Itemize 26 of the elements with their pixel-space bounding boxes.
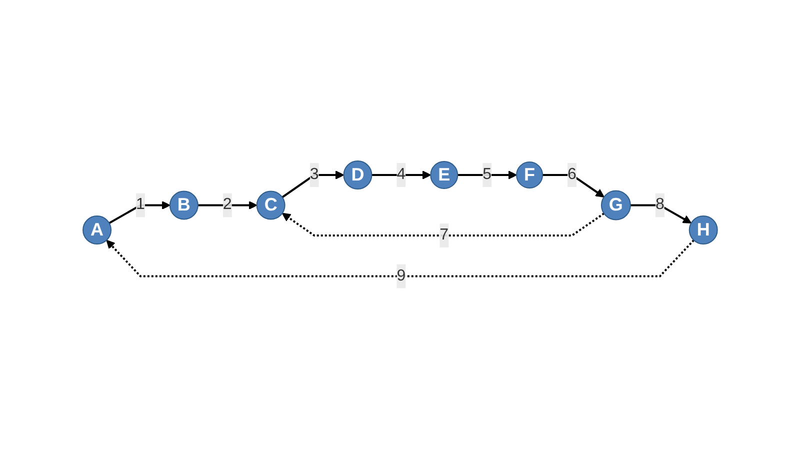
edge-label: 8 [655,196,664,214]
node-circle: F [516,162,543,189]
node-circle: H [688,216,718,245]
arrow [630,204,692,224]
edge-label: 7 [439,226,448,244]
edge-label: 3 [310,166,319,184]
edge-label: 6 [567,166,576,184]
edge-label: 5 [482,166,492,184]
edge-label: 1 [136,196,145,214]
arrow [542,174,604,198]
arrow [457,170,517,180]
arrow [108,201,170,224]
arrow [106,240,694,278]
node-circle: E [430,161,458,190]
node-circle: A [82,216,112,245]
arrow [282,170,344,198]
node-circle: G [600,190,631,221]
arrow [372,170,431,180]
edge-label: 2 [222,196,232,214]
node-circle: B [169,191,198,220]
node-circle: C [256,191,286,220]
edge-label: 9 [396,268,406,285]
edge-label: 4 [396,166,406,184]
arrow [282,213,604,237]
arrow [198,201,258,210]
node-circle: D [343,160,372,190]
